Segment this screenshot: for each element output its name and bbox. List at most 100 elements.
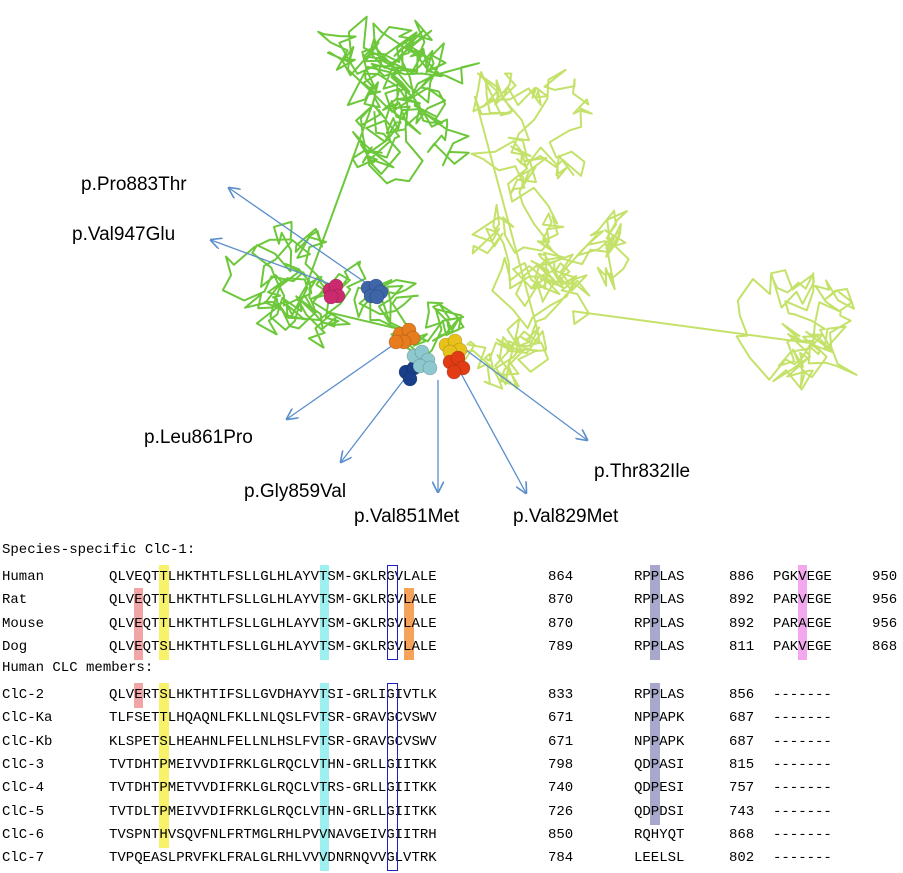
residue-highlight <box>133 588 144 614</box>
residue-highlight <box>133 683 144 709</box>
residue-highlight <box>797 565 808 591</box>
sequence-segment-3: ------- <box>773 710 832 727</box>
residue-highlight <box>159 611 169 637</box>
sequence-segment-2: NPPAPK <box>634 729 684 755</box>
sequence-name: Mouse <box>2 615 45 632</box>
mutation-labels: p.Pro883Thr p.Val947Glu p.Leu861Pro p.Gl… <box>72 174 690 527</box>
residue-number-2: 892 <box>729 592 755 609</box>
ribbon-chain-b <box>449 68 858 391</box>
residue-highlight <box>797 611 808 637</box>
residue-highlight <box>404 634 414 661</box>
sequence-segment-1: TVTDLTPMEIVVDIFRKLGLRQCLVTHN-GRLLGIITKK <box>109 799 437 825</box>
label-val829met: p.Val829Met <box>513 506 619 527</box>
residue-number-2: 815 <box>729 756 755 773</box>
sequence-segment-3: PAKVEGE <box>773 634 832 661</box>
residue-highlight <box>319 752 330 779</box>
arrow-gly859val <box>341 376 407 462</box>
residue-highlight <box>159 752 169 779</box>
residue-highlight <box>319 634 330 661</box>
residue-highlight <box>404 611 414 637</box>
mutation-spheres <box>322 278 471 387</box>
residue-highlight <box>404 588 414 614</box>
sphere-gly859val <box>402 371 418 387</box>
sequence-segment-1: TVTDHTPMEIVVDIFRKLGLRQCLVTHN-GRLLGIITKK <box>109 752 437 779</box>
sequence-name: ClC-4 <box>2 780 45 797</box>
sequence-segment-3: PARVEGE <box>773 588 832 614</box>
conserved-residue-box <box>386 683 399 872</box>
residue-highlight <box>319 799 330 825</box>
sequence-segment-3: PGKVEGE <box>773 565 832 591</box>
sequence-segment-3: ------- <box>773 756 832 773</box>
residue-highlight <box>319 822 330 849</box>
residue-number-1: 740 <box>548 780 574 797</box>
sequence-name: ClC-Ka <box>2 710 53 727</box>
alignment-row: Mouse QLVEQTTLHKTHTLFSLLGLHLAYVTSM-GKLRGV… <box>0 611 903 637</box>
sequence-segment-2: RPPLAS <box>634 683 684 709</box>
sequence-segment-1: TVPQEASLPRVFKLFRALGLRHLVVVDNRNQVVGLVTRK <box>109 846 437 872</box>
sequence-name: ClC-7 <box>2 850 45 867</box>
sequence-segment-1: QLVEQTSLHKTHTLFSLLGLHLAYVTSM-GKLRGVLALE <box>109 634 437 661</box>
residue-highlight <box>319 776 330 802</box>
sequence-name: ClC-5 <box>2 803 45 820</box>
arrow-thr832ile <box>465 349 587 440</box>
residue-number-2: 687 <box>729 710 755 727</box>
sequence-segment-1: QLVEQTTLHKTHTLFSLLGLHLAYVTSM-GKLRGVLALE <box>109 611 437 637</box>
residue-number-1: 671 <box>548 733 574 750</box>
sequence-name: Dog <box>2 638 28 655</box>
residue-highlight <box>319 588 330 614</box>
residue-highlight <box>159 634 169 661</box>
residue-highlight <box>159 729 169 755</box>
ribbon-chain-a <box>221 15 480 360</box>
residue-highlight <box>650 634 660 661</box>
arrow-leu861pro <box>287 342 397 419</box>
residue-number-2: 868 <box>729 826 755 843</box>
residue-number-3: 956 <box>872 615 898 632</box>
residue-highlight <box>159 683 169 709</box>
alignment-row: ClC-4 TVTDHTPMETVVDIFRKLGLRQCLVTRS-GRLLGI… <box>0 776 903 802</box>
residue-number-1: 798 <box>548 756 574 773</box>
residue-number-2: 856 <box>729 687 755 703</box>
sequence-segment-1: TVTDHTPMETVVDIFRKLGLRQCLVTRS-GRLLGIITKK <box>109 776 437 802</box>
sequence-segment-1: QLVEQTTLHKTHTLFSLLGLHLAYVTSM-GKLRGVLALE <box>109 565 437 591</box>
residue-number-3: 868 <box>872 638 898 655</box>
residue-highlight <box>650 683 660 709</box>
sequence-name: ClC-Kb <box>2 733 53 750</box>
sequence-name: ClC-6 <box>2 826 45 843</box>
residue-highlight <box>797 588 808 614</box>
arrow-val829met <box>457 367 526 493</box>
sequence-segment-3: PARAEGE <box>773 611 832 637</box>
residue-highlight <box>650 588 660 614</box>
residue-highlight <box>650 799 660 825</box>
residue-highlight <box>319 729 330 755</box>
sphere-thr832ile <box>446 364 462 380</box>
sequence-segment-3: ------- <box>773 780 832 797</box>
sequence-segment-2: QDPESI <box>634 776 684 802</box>
conserved-residue-box <box>386 565 399 661</box>
residue-number-2: 892 <box>729 615 755 632</box>
residue-highlight <box>319 846 330 872</box>
sequence-segment-2: RPPLAS <box>634 565 684 591</box>
sequence-segment-1: QLVERTSLHKTHTIFSLLGVDHAYVTSI-GRLIGIVTLK <box>109 683 437 709</box>
label-gly859val: p.Gly859Val <box>244 481 346 502</box>
sequence-segment-1: QLVEQTTLHKTHTLFSLLGLHLAYVTSM-GKLRGVLALE <box>109 588 437 614</box>
sequence-segment-2: QDPASI <box>634 752 684 779</box>
sequence-segment-2: LEELSL <box>634 850 685 867</box>
residue-highlight <box>650 729 660 755</box>
residue-number-2: 802 <box>729 850 755 867</box>
sequence-name: ClC-3 <box>2 756 45 773</box>
label-val851met: p.Val851Met <box>354 506 460 527</box>
residue-highlight <box>159 706 169 732</box>
sphere-val947glu <box>323 289 339 305</box>
residue-number-2: 757 <box>729 780 755 797</box>
sequence-segment-3: ------- <box>773 826 832 843</box>
alignment-row: ClC-3 TVTDHTPMEIVVDIFRKLGLRQCLVTHN-GRLLGI… <box>0 752 903 779</box>
residue-number-1: 864 <box>548 569 574 585</box>
residue-number-1: 850 <box>548 826 574 843</box>
residue-number-1: 789 <box>548 638 574 655</box>
